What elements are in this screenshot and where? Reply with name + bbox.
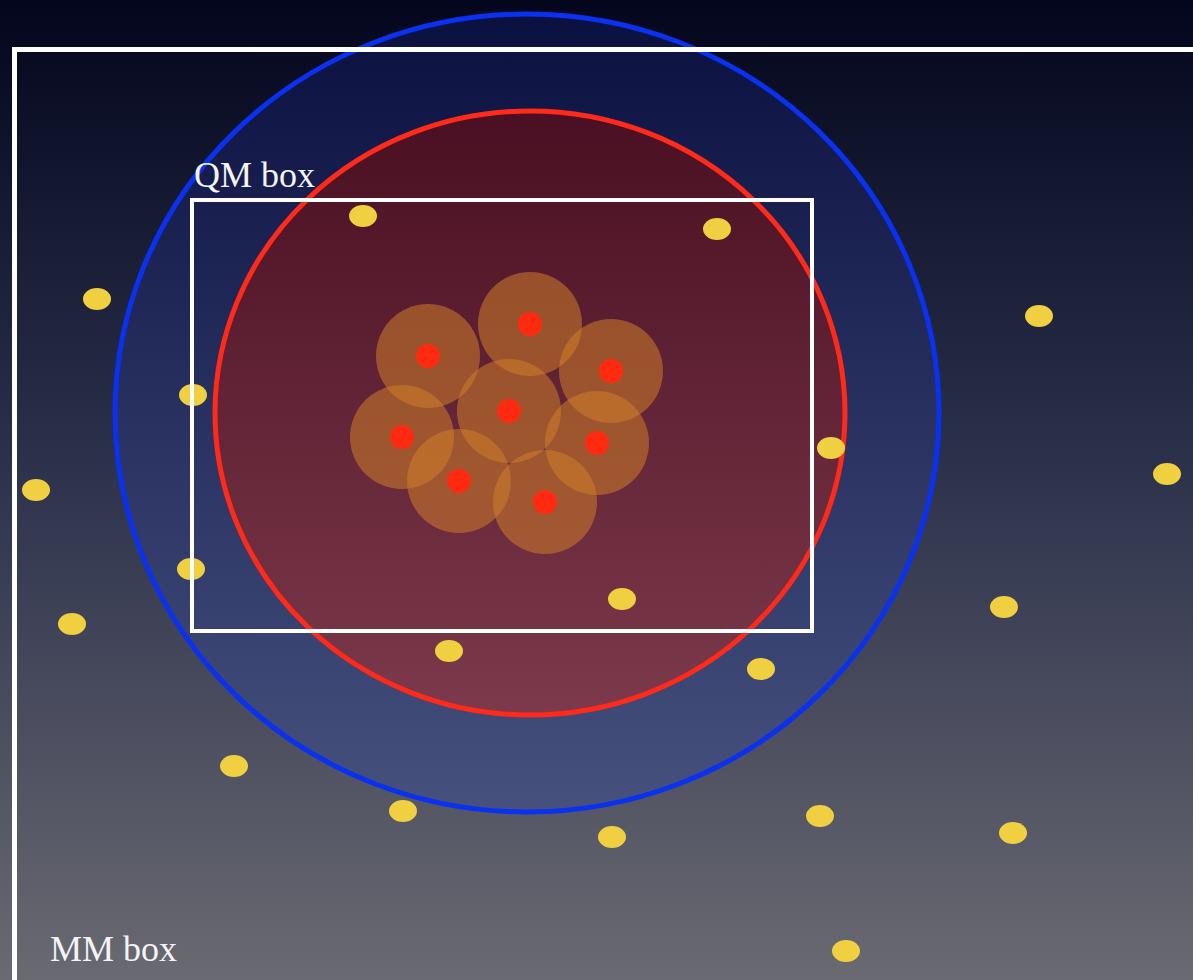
- mm-atom: [58, 613, 86, 635]
- qm-atom: [599, 359, 623, 383]
- mm-atom: [806, 805, 834, 827]
- mm-atom: [1153, 463, 1181, 485]
- mm-atom: [389, 800, 417, 822]
- mm-atom: [435, 640, 463, 662]
- mm-atom: [349, 205, 377, 227]
- mm-atom: [999, 822, 1027, 844]
- qm-atom: [518, 312, 542, 336]
- atom-halo: [493, 450, 597, 554]
- mm-atom: [832, 940, 860, 962]
- mm-atom-group: [22, 205, 1181, 962]
- box-label: MM box: [50, 930, 177, 970]
- mm-atom: [83, 288, 111, 310]
- outer-cutoff-sphere: [115, 14, 939, 812]
- mm-atom: [990, 596, 1018, 618]
- qm-atom: [497, 399, 521, 423]
- mm-box: MM box QM box: [12, 47, 1193, 980]
- qm-atom: [447, 469, 471, 493]
- mm-atom: [747, 658, 775, 680]
- qm-atom: [390, 425, 414, 449]
- box-label: QM box: [194, 156, 315, 196]
- mm-atom: [22, 479, 50, 501]
- qm-box: QM box: [190, 198, 814, 633]
- mm-atom: [817, 437, 845, 459]
- qm-atom-group: [350, 272, 663, 554]
- qm-atom: [533, 490, 557, 514]
- mm-atom: [220, 755, 248, 777]
- qm-atom: [585, 431, 609, 455]
- mm-atom: [608, 588, 636, 610]
- qm-atom: [416, 344, 440, 368]
- mm-atom: [703, 218, 731, 240]
- mm-atom: [1025, 305, 1053, 327]
- mm-atom: [598, 826, 626, 848]
